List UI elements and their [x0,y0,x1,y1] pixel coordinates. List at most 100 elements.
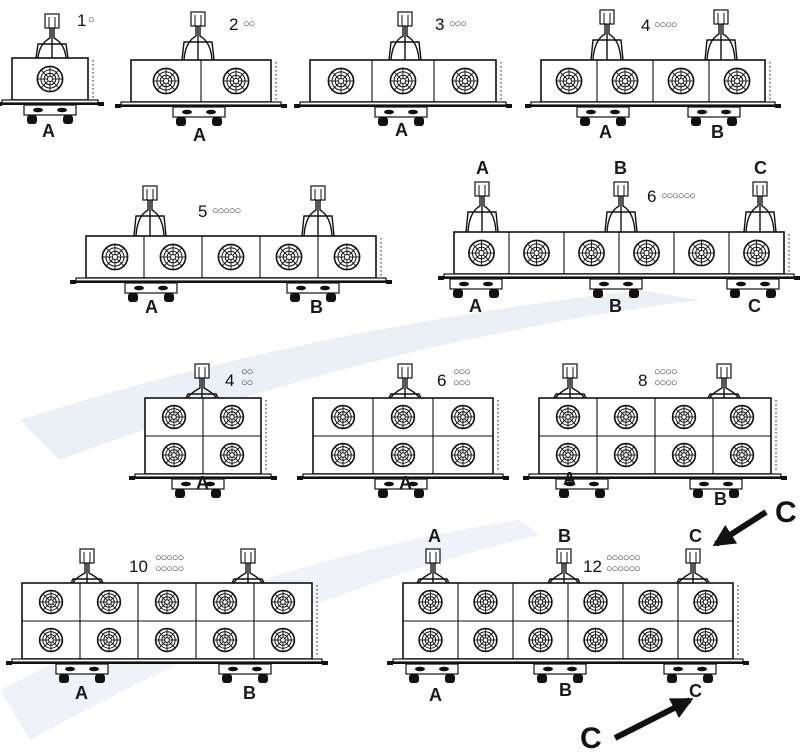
pattern-6-bottom: ○○○ [453,377,471,389]
fan-icon [473,589,498,615]
fan-icon [275,243,303,271]
mount-block [124,282,178,302]
mount-block [689,478,743,498]
fan-unit-5 [70,185,392,302]
fan-icon [36,65,64,93]
mount-block [726,278,780,298]
hanger-bracket [416,548,450,584]
mount-block [172,106,226,126]
hanger-bracket [388,363,422,399]
pattern-8-bottom: ○○○○ [654,377,678,389]
fan-unit-12d [387,548,749,683]
base-plate [443,273,795,278]
mount-block [576,106,630,126]
fan-icon [330,442,356,468]
label-4d-a: A [196,473,209,493]
count-6-double: 6 [437,371,447,390]
label-12d-top-a: A [428,526,441,546]
fan-icon [96,627,122,653]
mount-block [405,663,459,683]
count-6: 6 [647,187,657,206]
fan-icon [270,589,296,615]
fan-icon [743,239,770,267]
fan-icon [212,589,238,615]
fan-icon [330,404,356,430]
fan-icon [583,589,608,615]
label-6d-a: A [399,473,412,493]
fan-icon [450,442,476,468]
label-12d-c: C [689,681,702,701]
label-5-a: A [145,297,158,317]
fan-icon [219,442,245,468]
fan-icon [671,442,697,468]
fan-icon [333,243,361,271]
pattern-10-bottom: ○○○○○ [155,563,184,575]
count-8-double: 8 [638,371,648,390]
label-12d-b: B [559,680,572,700]
fan-icon [693,627,718,653]
fan-icon [389,67,417,95]
fan-unit-10d [6,548,328,683]
label-5-b: B [310,297,323,317]
pattern-4: ○○○○ [654,19,678,31]
fan-icon [101,243,129,271]
fan-icon [222,67,250,95]
mount-block [55,663,109,683]
fan-icon [217,243,245,271]
fan-unit-8d [523,363,787,498]
fan-icon [729,404,755,430]
fan-icon [154,589,180,615]
fan-unit-3 [294,11,512,126]
fan-icon [38,589,64,615]
label-10d-a: A [75,683,88,703]
hanger-bracket [704,9,738,61]
fan-icon [633,239,660,267]
label-8d-b: B [714,489,727,509]
mount-block [449,278,503,298]
hanger-bracket [388,11,422,61]
base-plate [1,99,99,104]
fan-icon [611,67,639,95]
mount-block [171,478,225,498]
pattern-3: ○○○ [449,18,467,30]
label-4-a: A [599,122,612,142]
fan-icon [212,627,238,653]
fan-unit-4d [129,363,277,498]
pattern-12-top: ○○○○○○ [606,552,641,564]
label-6-b: B [609,296,622,316]
mount-block [589,278,643,298]
pattern-1: ○ [88,14,95,26]
hanger-bracket [743,181,777,233]
count-5: 5 [198,202,208,221]
count-4: 4 [641,16,651,35]
mount-block [555,478,609,498]
watermark-swoosh [0,520,540,740]
mount-block [374,478,428,498]
fan-icon [390,404,416,430]
hanger-bracket [707,363,741,399]
hanger-bracket [185,363,219,399]
hanger-bracket [547,548,581,584]
hanger-bracket [301,185,335,237]
fan-icon [390,442,416,468]
pattern-4-top: ○○ [241,366,253,378]
mount-block [286,282,340,302]
fan-icon [667,67,695,95]
label-2-a: A [193,125,206,145]
fan-icon [555,404,581,430]
pattern-12-bottom: ○○○○○○ [606,563,641,575]
base-plate [299,101,507,106]
count-2: 2 [229,15,239,34]
fan-icon [159,243,187,271]
fan-icon [451,67,479,95]
label-12d-top-b: B [558,526,571,546]
pattern-5: ○○○○○ [212,205,241,217]
label-1-a: A [42,121,55,141]
mount-block [218,663,272,683]
fan-icon [528,627,553,653]
base-plate [11,658,323,663]
fan-icon [219,404,245,430]
mount-block [663,663,717,683]
fan-unit-4 [525,9,781,126]
